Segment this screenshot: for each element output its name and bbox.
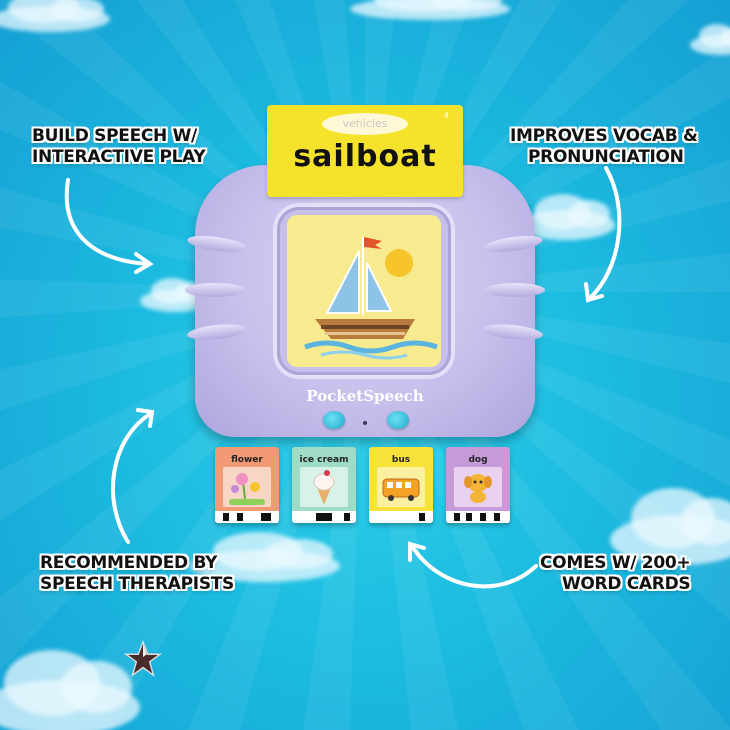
word-card-bus[interactable]: bus: [369, 447, 433, 523]
ridge: [186, 232, 248, 256]
star-icon: [124, 640, 162, 677]
barcode-strip: [292, 511, 356, 523]
cloud: [350, 0, 510, 20]
screen-frame: [273, 203, 455, 379]
card-word: sailboat: [293, 139, 437, 174]
dog-icon: [454, 467, 502, 507]
bus-icon: [377, 467, 425, 507]
ridge: [185, 283, 245, 297]
cloud: [610, 487, 730, 565]
ridge: [482, 232, 544, 256]
device-body: PocketSpeech: [185, 165, 545, 437]
device-screen: [287, 215, 441, 367]
barcode-strip: [215, 511, 279, 523]
card-category: vehicles: [322, 113, 408, 135]
callout-word-cards: COMES W/ 200+ WORD CARDS: [540, 553, 691, 594]
word-card-flower[interactable]: flower: [215, 447, 279, 523]
word-card-dog[interactable]: dog: [446, 447, 510, 523]
ridge: [482, 321, 544, 343]
flower-icon: [223, 467, 271, 507]
ridge: [485, 283, 545, 297]
callout-recommended: RECOMMENDED BY SPEECH THERAPISTS: [40, 553, 235, 594]
word-card-ice-cream[interactable]: ice cream: [292, 447, 356, 523]
right-button[interactable]: [387, 411, 409, 429]
barcode-strip: [369, 511, 433, 523]
barcode-strip: [446, 511, 510, 523]
cloud: [0, 0, 110, 32]
cloud: [0, 649, 140, 730]
ridge: [186, 321, 248, 343]
cloud: [190, 532, 340, 582]
callout-improves-vocab: IMPROVES VOCAB & PRONUNCIATION: [510, 126, 698, 167]
microphone-hole: [363, 421, 367, 425]
cloud: [690, 24, 730, 55]
left-button[interactable]: [323, 411, 345, 429]
brand-logo: PocketSpeech: [306, 387, 424, 405]
sailboat-icon: [304, 237, 438, 360]
pocketspeech-device: PocketSpeech vehicles 4 sailboat: [185, 105, 545, 445]
ice-cream-icon: [300, 467, 348, 507]
inserted-word-card[interactable]: vehicles 4 sailboat: [267, 105, 463, 197]
card-number: 4: [443, 111, 449, 120]
callout-build-speech: BUILD SPEECH W/ INTERACTIVE PLAY: [32, 126, 206, 167]
